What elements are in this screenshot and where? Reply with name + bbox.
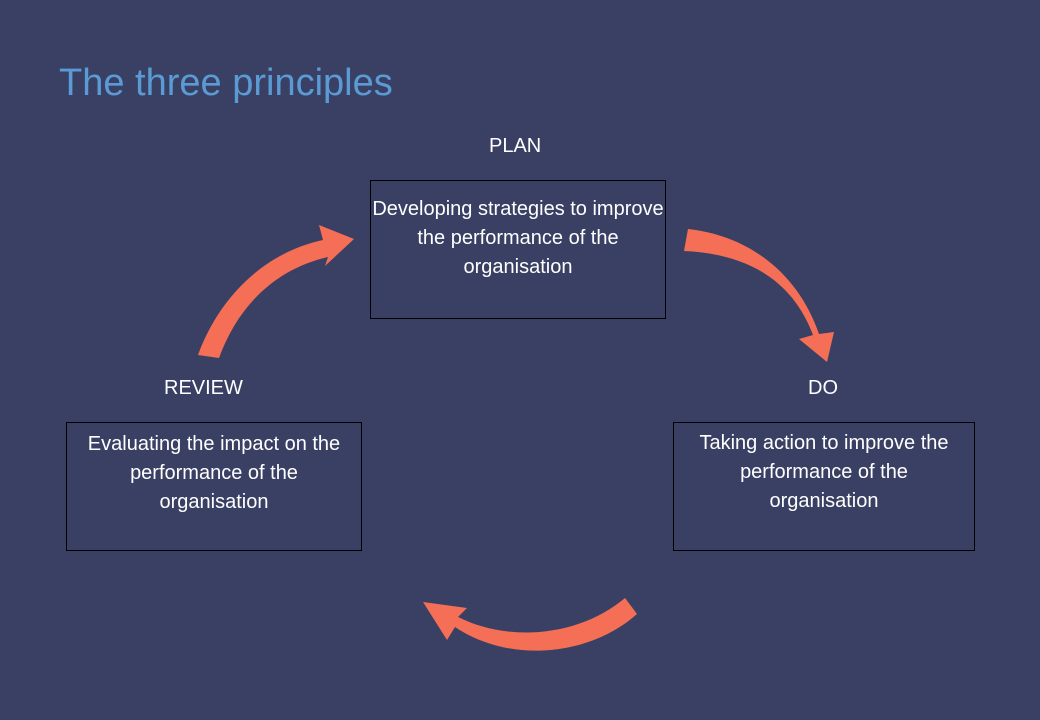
stage-box-plan: Developing strategies to improve the per… — [370, 180, 666, 319]
stage-description-do: Taking action to improve the performance… — [699, 432, 949, 512]
stage-description-review: Evaluating the impact on the performance… — [87, 433, 341, 513]
stage-label-review: REVIEW — [164, 377, 243, 399]
stage-box-review: Evaluating the impact on the performance… — [66, 422, 362, 551]
stage-box-do: Taking action to improve the performance… — [673, 422, 975, 551]
arrow-plan-to-do — [684, 229, 834, 362]
stage-description-plan: Developing strategies to improve the per… — [372, 198, 664, 278]
stage-label-do: DO — [808, 377, 838, 399]
arrow-do-to-review — [423, 598, 637, 651]
stage-label-plan: PLAN — [489, 135, 542, 157]
arrow-review-to-plan — [198, 225, 354, 358]
page-title: The three principles — [59, 62, 393, 104]
